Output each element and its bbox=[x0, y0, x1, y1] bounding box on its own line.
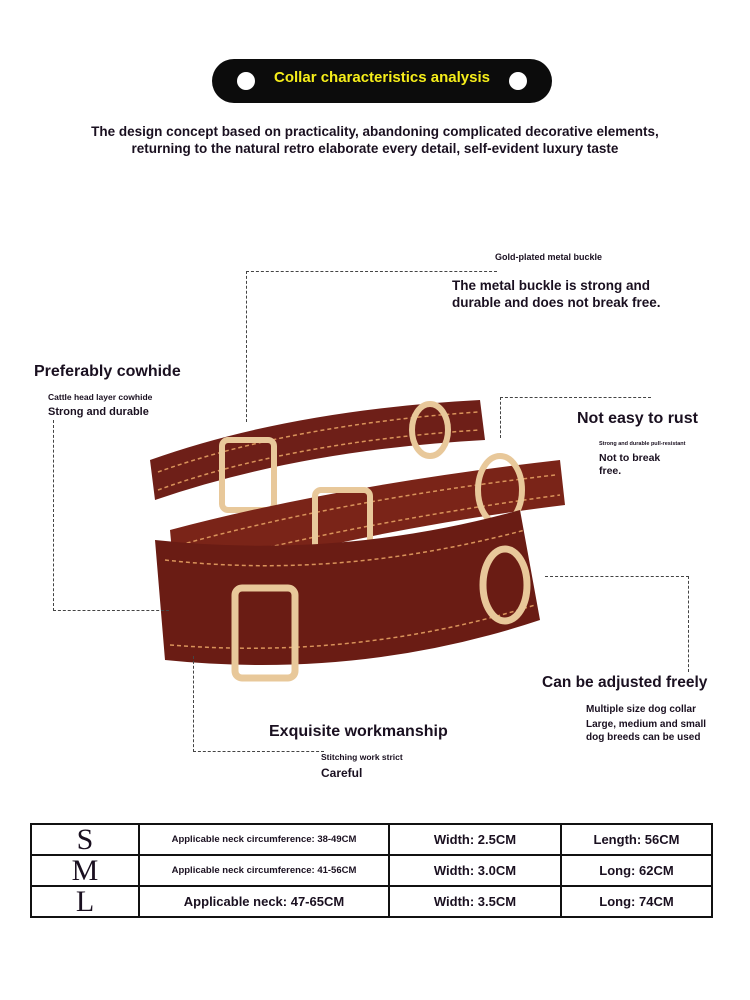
dot-icon bbox=[237, 72, 255, 90]
rust-title: Not easy to rust bbox=[577, 410, 698, 427]
length-cell: Long: 74CM bbox=[560, 885, 713, 918]
leader-line bbox=[53, 420, 169, 611]
size-cell: S bbox=[30, 823, 140, 856]
width-cell: Width: 2.5CM bbox=[388, 823, 562, 856]
width-cell: Width: 3.5CM bbox=[388, 885, 562, 918]
adjust-line1: Multiple size dog collar bbox=[586, 704, 697, 715]
collar-large bbox=[155, 510, 540, 682]
buckle-label: Gold-plated metal buckle bbox=[495, 252, 603, 262]
leader-line bbox=[545, 576, 689, 672]
size-cell: M bbox=[30, 854, 140, 887]
work-title: Exquisite workmanship bbox=[269, 723, 448, 740]
width-cell: Width: 3.0CM bbox=[388, 854, 562, 887]
adjust-title: Can be adjusted freely bbox=[542, 674, 708, 691]
cowhide-sub: Cattle head layer cowhide bbox=[48, 392, 153, 402]
rust-sub: Strong and durable pull-resistant bbox=[599, 441, 686, 447]
neck-cell: Applicable neck circumference: 38-49CM bbox=[138, 823, 390, 856]
title-banner: Collar characteristics analysis bbox=[212, 59, 552, 103]
work-text: Careful bbox=[321, 766, 363, 780]
dot-icon bbox=[509, 72, 527, 90]
rust-text: Not to break free. bbox=[599, 452, 661, 477]
size-cell: L bbox=[30, 885, 140, 918]
leader-line bbox=[246, 271, 497, 422]
collar-small bbox=[150, 400, 485, 513]
intro-text: The design concept based on practicality… bbox=[91, 124, 659, 156]
leader-line bbox=[500, 397, 651, 438]
work-sub: Stitching work strict bbox=[321, 752, 403, 762]
cowhide-title: Preferably cowhide bbox=[34, 363, 181, 380]
leader-line bbox=[193, 656, 324, 752]
size-table: S Applicable neck circumference: 38-49CM… bbox=[30, 823, 713, 918]
neck-cell: Applicable neck circumference: 41-56CM bbox=[138, 854, 390, 887]
title: Collar characteristics analysis bbox=[274, 69, 490, 86]
length-cell: Length: 56CM bbox=[560, 823, 713, 856]
table-row: L Applicable neck: 47-65CM Width: 3.5CM … bbox=[30, 885, 713, 918]
length-cell: Long: 62CM bbox=[560, 854, 713, 887]
table-row: M Applicable neck circumference: 41-56CM… bbox=[30, 854, 713, 887]
adjust-line2: Large, medium and small dog breeds can b… bbox=[586, 719, 707, 743]
table-row: S Applicable neck circumference: 38-49CM… bbox=[30, 823, 713, 856]
collar-image bbox=[150, 400, 565, 682]
buckle-text: The metal buckle is strong and durable a… bbox=[452, 278, 661, 310]
cowhide-text: Strong and durable bbox=[48, 406, 149, 418]
neck-cell: Applicable neck: 47-65CM bbox=[138, 885, 390, 918]
